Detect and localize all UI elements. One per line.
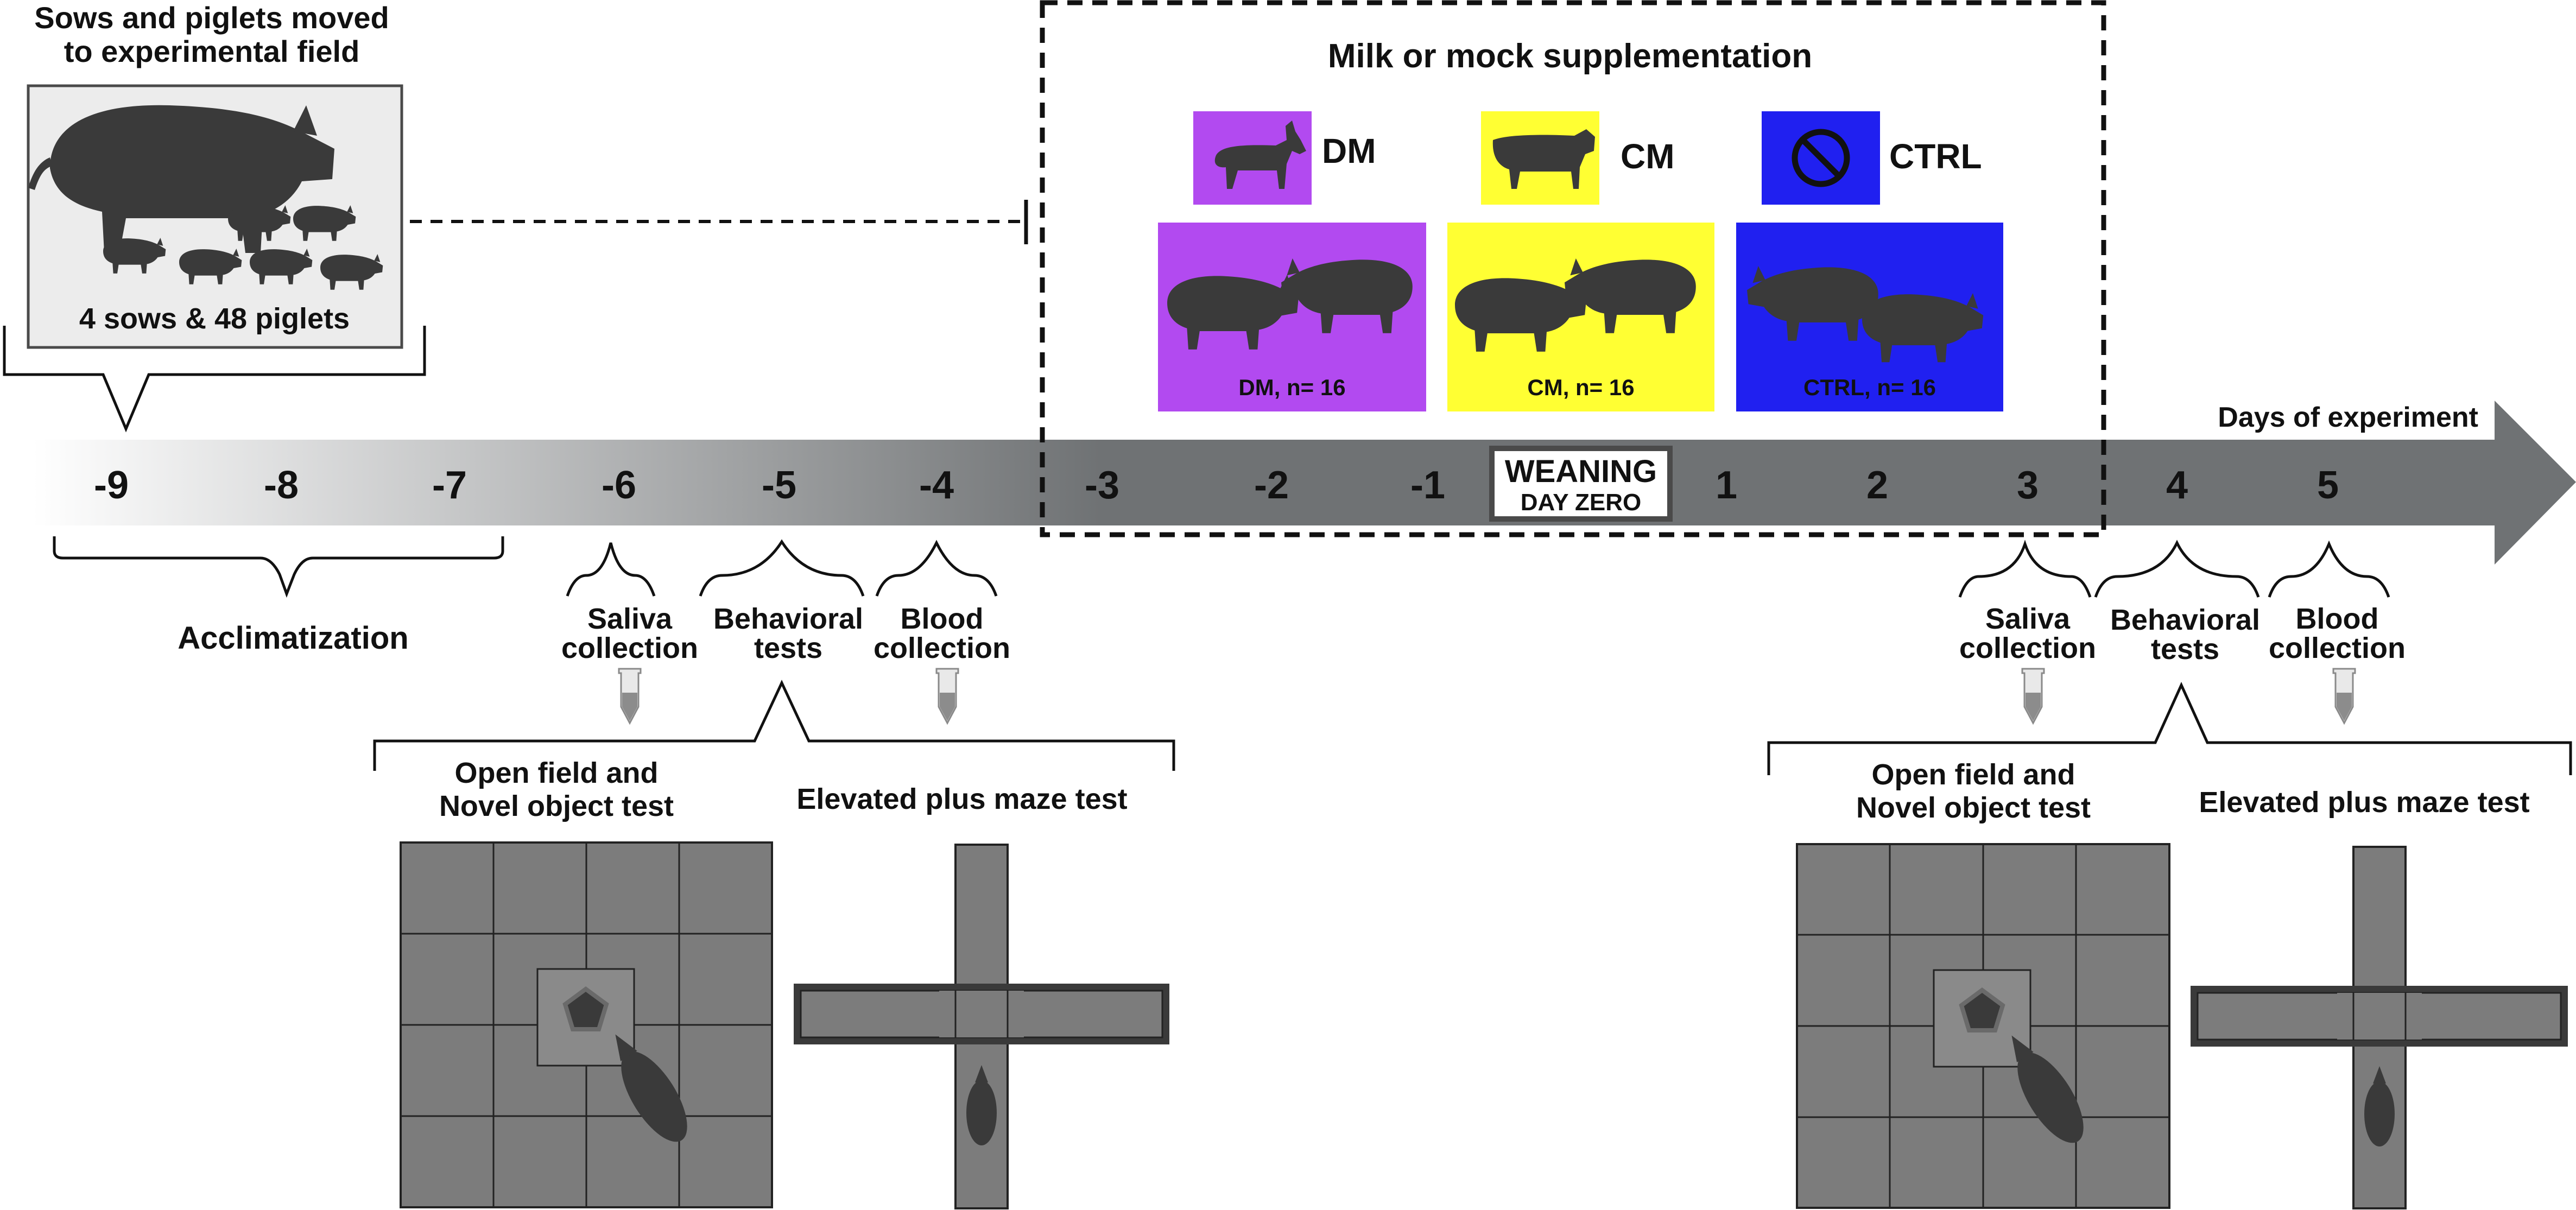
pre-plus-maze	[794, 844, 1169, 1209]
pre-saliva-tube-icon	[618, 668, 642, 724]
day-label: 3	[2017, 464, 2039, 507]
timeline-arrow-shape	[33, 401, 2576, 565]
pre-saliva-brace	[566, 542, 656, 597]
pre-blood-brace	[875, 540, 998, 597]
supplementation-title: Milk or mock supplementation	[1328, 37, 1812, 75]
day-label: -8	[264, 464, 299, 507]
novel-object-icon	[562, 986, 609, 1031]
post-open-field-label-line2: Novel object test	[1856, 791, 2091, 824]
pre-blood-tube-icon	[935, 668, 959, 724]
novel-object-icon	[1959, 987, 2005, 1032]
dm-group-label: DM, n= 16	[1238, 375, 1345, 400]
post-maze-label: Elevated plus maze test	[2199, 786, 2529, 819]
post-saliva-label-line1: Saliva	[1985, 603, 2071, 635]
pre-behavioral-label-line1: Behavioral	[713, 603, 863, 635]
pre-maze-label: Elevated plus maze test	[796, 783, 1127, 815]
post-behavioral-label-line2: tests	[2151, 633, 2219, 666]
post-open-field-arena	[1796, 843, 2170, 1209]
maze-piglet-topview-icon	[966, 1065, 997, 1145]
day-label: -3	[1085, 464, 1119, 507]
post-saliva-brace	[1958, 540, 2092, 598]
day-label: 5	[2317, 464, 2339, 507]
pre-blood-label-line2: collection	[874, 632, 1010, 664]
post-blood-label-line2: collection	[2269, 632, 2406, 664]
post-blood-tube-icon	[2332, 668, 2356, 724]
pre-open-field-label-line2: Novel object test	[439, 790, 674, 822]
pre-blood-label-line1: Blood	[901, 603, 984, 635]
weaning-sublabel: DAY ZERO	[1521, 489, 1642, 516]
pre-open-field-arena	[400, 841, 773, 1208]
cow-icon	[1492, 129, 1595, 189]
pre-behavioral-brace	[699, 539, 865, 597]
post-plus-maze	[2191, 846, 2568, 1209]
dm-code-label: DM	[1322, 131, 1376, 170]
post-behavioral-label-line1: Behavioral	[2110, 604, 2260, 636]
maze-piglet-topview-icon	[2364, 1066, 2395, 1146]
supplementation-dashed-frame	[1040, 0, 2106, 537]
timeline-arrow: Days of experiment	[33, 401, 2576, 565]
post-saliva-tube-icon	[2021, 668, 2045, 724]
intro-heading-line2: to experimental field	[64, 34, 360, 68]
post-behavioral-brace	[2094, 540, 2260, 598]
day-label: -2	[1254, 464, 1289, 507]
acclimatization-label: Acclimatization	[178, 620, 408, 656]
pre-saliva-label-line1: Saliva	[587, 603, 673, 635]
weaning-box	[1489, 446, 1673, 522]
day-label: 2	[1866, 464, 1888, 507]
day-label: -1	[1410, 464, 1445, 507]
cm-group-label: CM, n= 16	[1527, 375, 1634, 400]
day-label: -6	[602, 464, 636, 507]
day-label: -9	[94, 464, 129, 507]
timeline-axis-label: Days of experiment	[2218, 402, 2478, 433]
pre-weaning-sampling: Saliva collection Behavioral tests Blood…	[373, 539, 1175, 1209]
post-blood-brace	[2268, 540, 2390, 598]
timeline-days: -9 -8 -7 -6 -5 -4 -3 -2 -1 1 2 3 4 5	[94, 464, 2339, 507]
weaning-label: WEANING	[1505, 454, 1657, 489]
donkey-icon	[1214, 121, 1306, 189]
weaning-badge: WEANING DAY ZERO	[1489, 446, 1673, 522]
post-weaning-sampling: Saliva collection Behavioral tests Blood…	[1767, 540, 2572, 1209]
pre-open-field-label-line1: Open field and	[454, 757, 658, 789]
intro-caption: 4 sows & 48 piglets	[79, 302, 350, 335]
day-label: 4	[2166, 464, 2188, 507]
piglet-topview-icon	[2011, 1035, 2084, 1143]
post-tests-bracket	[1767, 681, 2572, 775]
intro-section: Sows and piglets moved to experimental f…	[3, 1, 1028, 433]
acclimatization-brace	[53, 536, 504, 598]
day-label: -7	[432, 464, 467, 507]
supplementation-section: Milk or mock supplementation DM DM, n= 1…	[1040, 0, 2106, 537]
pre-tests-bracket	[373, 680, 1175, 771]
intro-heading-line1: Sows and piglets moved	[34, 1, 389, 35]
pre-saliva-label-line2: collection	[561, 632, 698, 664]
acclimatization-phase: Acclimatization	[53, 536, 504, 656]
post-blood-label-line1: Blood	[2296, 603, 2379, 635]
ctrl-code-label: CTRL	[1889, 137, 1982, 176]
day-label: -4	[919, 464, 954, 507]
piglet-topview-icon	[615, 1034, 687, 1142]
ctrl-group-label: CTRL, n= 16	[1803, 375, 1936, 400]
day-label: -5	[762, 464, 796, 507]
post-open-field-label-line1: Open field and	[1871, 758, 2075, 791]
day-label: 1	[1716, 464, 1737, 507]
post-saliva-label-line2: collection	[1959, 632, 2096, 664]
no-symbol-icon	[1792, 129, 1850, 187]
intro-brace	[3, 326, 426, 433]
pre-behavioral-label-line2: tests	[754, 632, 822, 664]
cm-code-label: CM	[1621, 137, 1675, 176]
